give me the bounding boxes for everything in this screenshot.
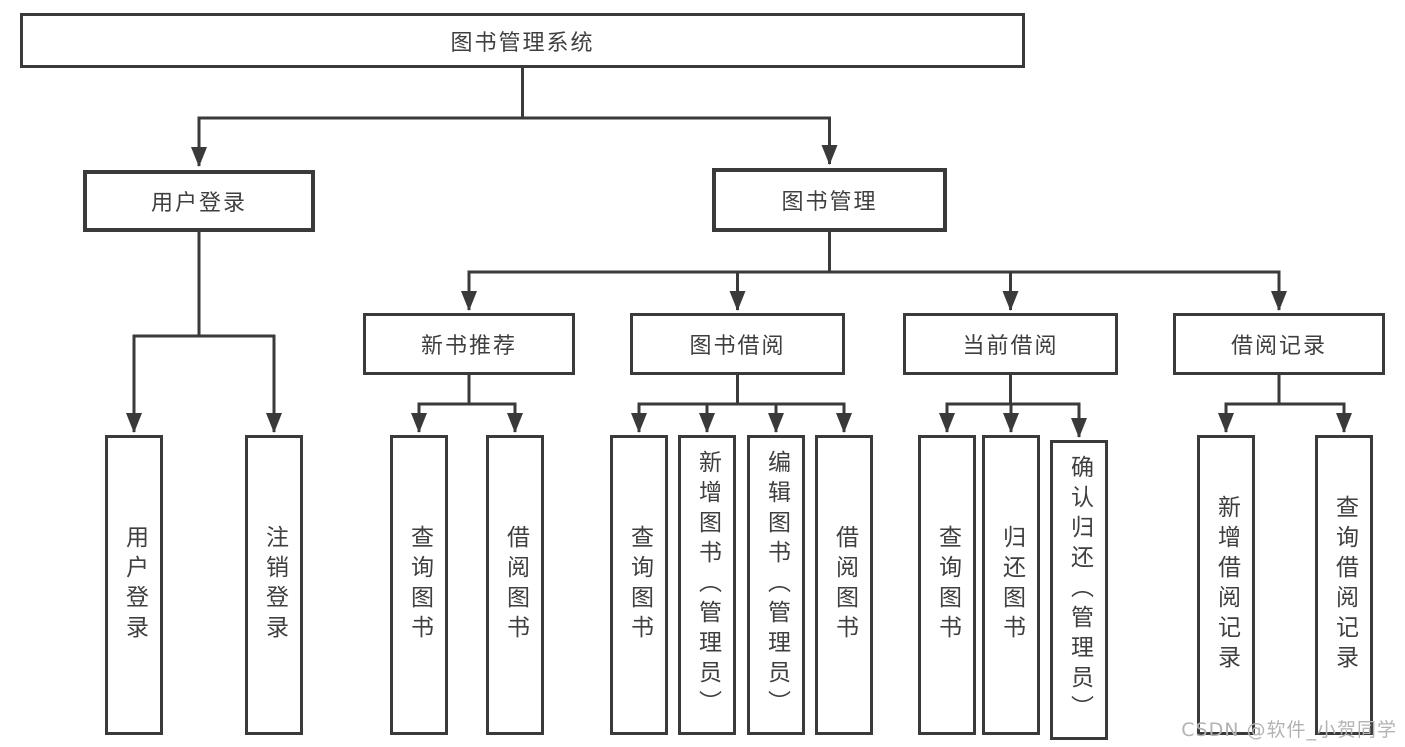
leaf-user-login-label: 用户登录	[121, 525, 148, 645]
node-book-borrowing: 图书借阅	[630, 313, 845, 375]
leaf-edit-books-admin-label: 编辑图书（管理员）	[763, 450, 790, 720]
leaf-recommend-query-books-label: 查询图书	[406, 525, 433, 645]
leaf-logout-label: 注销登录	[261, 525, 288, 645]
node-new-book-recommend-label: 新书推荐	[420, 334, 517, 359]
node-book-management-branch: 图书管理	[712, 168, 947, 232]
node-current-borrowing: 当前借阅	[903, 313, 1118, 375]
leaf-add-books-admin: 新增图书（管理员）	[678, 435, 736, 735]
leaf-return-books: 归还图书	[982, 435, 1040, 735]
leaf-user-login: 用户登录	[105, 435, 163, 735]
node-user-login-branch: 用户登录	[83, 170, 315, 232]
node-user-login-branch-label: 用户登录	[150, 191, 247, 216]
leaf-add-borrow-record-label: 新增借阅记录	[1213, 495, 1240, 675]
leaf-current-query-books: 查询图书	[918, 435, 976, 735]
leaf-borrowing-borrow-books: 借阅图书	[815, 435, 873, 735]
csdn-watermark: CSDN @软件_小贺同学	[1181, 719, 1397, 741]
node-new-book-recommend: 新书推荐	[363, 313, 575, 375]
leaf-borrowing-borrow-books-label: 借阅图书	[831, 525, 858, 645]
node-book-borrowing-label: 图书借阅	[689, 334, 786, 359]
node-borrowing-records-label: 借阅记录	[1230, 334, 1327, 359]
leaf-current-query-books-label: 查询图书	[934, 525, 961, 645]
node-root-system-label: 图书管理系统	[450, 30, 595, 56]
leaf-return-books-label: 归还图书	[998, 525, 1025, 645]
leaf-add-books-admin-label: 新增图书（管理员）	[694, 450, 721, 720]
leaf-recommend-borrow-books: 借阅图书	[486, 435, 544, 735]
leaf-confirm-return-admin-label: 确认归还（管理员）	[1066, 455, 1093, 725]
leaf-recommend-query-books: 查询图书	[390, 435, 448, 735]
node-current-borrowing-label: 当前借阅	[962, 334, 1059, 359]
leaf-edit-books-admin: 编辑图书（管理员）	[747, 435, 805, 735]
leaf-query-borrow-record: 查询借阅记录	[1315, 435, 1373, 735]
node-root-system: 图书管理系统	[20, 13, 1025, 68]
leaf-recommend-borrow-books-label: 借阅图书	[502, 525, 529, 645]
leaf-borrowing-query-books: 查询图书	[610, 435, 668, 735]
node-borrowing-records: 借阅记录	[1173, 313, 1385, 375]
leaf-confirm-return-admin: 确认归还（管理员）	[1050, 440, 1108, 740]
leaf-add-borrow-record: 新增借阅记录	[1197, 435, 1255, 735]
node-book-management-branch-label: 图书管理	[781, 190, 878, 215]
leaf-logout: 注销登录	[245, 435, 303, 735]
leaf-query-borrow-record-label: 查询借阅记录	[1331, 495, 1358, 675]
leaf-borrowing-query-books-label: 查询图书	[626, 525, 653, 645]
